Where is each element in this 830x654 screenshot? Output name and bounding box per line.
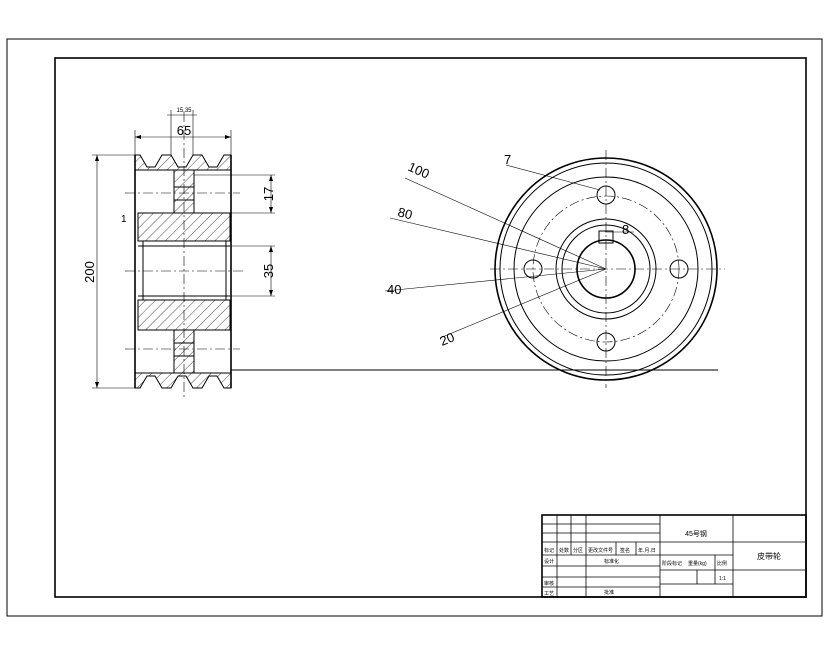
tb-approve: 批准 bbox=[604, 589, 614, 596]
tb-header-zone: 分区 bbox=[573, 547, 583, 554]
dim-bore: 35 bbox=[261, 264, 276, 278]
dim-keyway: 8 bbox=[622, 222, 629, 237]
front-view: 100 80 40 20 7 8 bbox=[231, 150, 725, 388]
tb-stage-label: 阶段标记 bbox=[662, 560, 682, 567]
tb-weight-label: 重量(kg) bbox=[688, 560, 707, 567]
dim-d20: 20 bbox=[438, 329, 457, 348]
tb-header-sign: 签名 bbox=[620, 547, 630, 554]
tb-row-craft: 工艺 bbox=[544, 591, 554, 597]
tb-scale: 1:1 bbox=[719, 576, 726, 582]
rim-bottom bbox=[134, 372, 232, 389]
dim-d80: 80 bbox=[396, 204, 414, 222]
dim-chamfer: 1 bbox=[121, 214, 127, 225]
tb-row-check: 审核 bbox=[544, 580, 554, 587]
section-view: 65 15.35 200 17 35 1 bbox=[82, 108, 276, 400]
dim-groove-pitch: 15.35 bbox=[176, 108, 192, 114]
dim-spoke-hole: 17 bbox=[261, 187, 276, 201]
tb-header-mark: 标记 bbox=[544, 547, 554, 554]
rim-top bbox=[134, 154, 232, 171]
inner-frame bbox=[54, 57, 807, 598]
dim-hole: 7 bbox=[504, 152, 511, 167]
dim-d100: 100 bbox=[406, 159, 432, 182]
tb-header-count: 处数 bbox=[559, 547, 569, 554]
tb-scale-label: 比例 bbox=[717, 560, 727, 567]
title-block: 标记 处数 分区 更改文件号 签名 年.月.日 设计 审核 工艺 标准化 批准 … bbox=[541, 514, 807, 598]
dim-d40: 40 bbox=[387, 282, 401, 297]
dim-outer-diameter: 200 bbox=[82, 261, 97, 283]
tb-header-date: 年.月.日 bbox=[638, 547, 656, 554]
outer-frame bbox=[6, 38, 823, 617]
dim-width: 65 bbox=[177, 123, 191, 138]
tb-standardize: 标准化 bbox=[604, 558, 619, 565]
tb-row-design: 设计 bbox=[544, 558, 554, 565]
tb-material: 45号钢 bbox=[685, 529, 707, 538]
tb-title: 皮带轮 bbox=[757, 551, 781, 561]
tb-header-docno: 更改文件号 bbox=[588, 547, 613, 554]
